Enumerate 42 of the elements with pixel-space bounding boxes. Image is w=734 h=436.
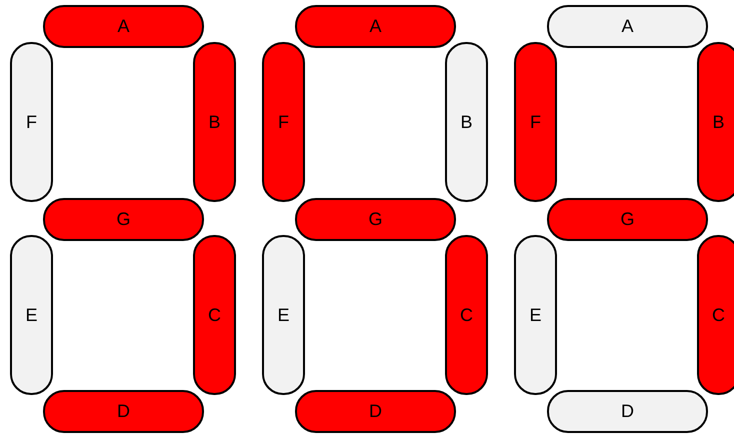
- display-segment: [295, 390, 456, 433]
- segment-label: G: [368, 209, 382, 230]
- display-segment: [547, 390, 708, 433]
- segment-label: E: [25, 304, 38, 326]
- display-segment: [43, 198, 204, 241]
- display-segment: [193, 235, 236, 395]
- display-segment: [295, 5, 456, 48]
- display-segment: [514, 235, 557, 395]
- segment-label: C: [712, 304, 725, 326]
- segment-label: G: [620, 209, 634, 230]
- segment-label: B: [712, 112, 724, 132]
- segment-label: D: [369, 401, 382, 422]
- display-segment: [10, 42, 53, 202]
- display-segment: [445, 235, 488, 395]
- segment-label: C: [460, 304, 473, 326]
- segment-label: B: [208, 112, 220, 132]
- segment-label: G: [116, 209, 130, 230]
- segment-label: F: [530, 112, 541, 132]
- segment-label: B: [460, 112, 472, 132]
- segment-label: D: [621, 401, 634, 422]
- display-segment: [10, 235, 53, 395]
- display-segment: [514, 42, 557, 202]
- display-segment: [547, 198, 708, 241]
- display-segment: [445, 42, 488, 202]
- display-segment: [43, 5, 204, 48]
- segment-label: E: [529, 304, 542, 326]
- segment-label: E: [277, 304, 290, 326]
- display-segment: [295, 198, 456, 241]
- display-segment: [547, 5, 708, 48]
- segment-label: A: [117, 16, 130, 37]
- display-segment: [697, 235, 734, 395]
- segment-label: A: [369, 16, 382, 37]
- display-segment: [262, 235, 305, 395]
- segment-label: D: [117, 401, 130, 422]
- display-segment: [262, 42, 305, 202]
- display-segment: [697, 42, 734, 202]
- segment-label: F: [26, 112, 37, 132]
- display-segment: [43, 390, 204, 433]
- display-segment: [193, 42, 236, 202]
- segment-label: C: [208, 304, 221, 326]
- segment-label: A: [621, 16, 634, 37]
- segment-label: F: [278, 112, 289, 132]
